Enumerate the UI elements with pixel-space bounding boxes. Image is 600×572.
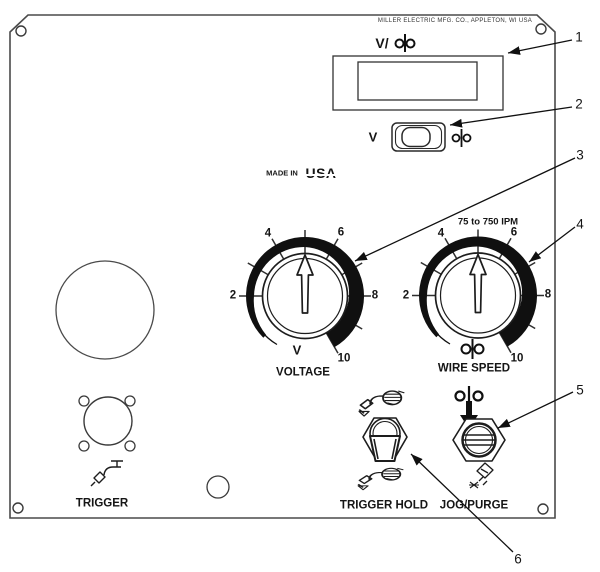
wire-speed-scale-4: 4	[437, 227, 445, 240]
voltage-unit-label: V	[292, 342, 302, 358]
callout-lines	[354, 39, 576, 553]
voltage-knob-label: VOLTAGE	[276, 365, 330, 378]
wire-speed-knob-label: WIRE SPEED	[437, 361, 511, 374]
wire-speed-scale-10: 10	[510, 351, 524, 364]
voltage-scale-2: 2	[229, 289, 237, 302]
screw-hole-bottom-right	[537, 503, 549, 515]
callout-number-2: 2	[575, 96, 583, 112]
brand-text: MILLER ELECTRIC MFG. CO., APPLETON, WI U…	[377, 18, 533, 24]
trigger-hold-label: TRIGGER HOLD	[339, 499, 429, 512]
callout-line-3	[354, 157, 576, 262]
display-label-prefix: V/	[375, 35, 389, 51]
jog-purge-button[interactable]	[452, 418, 506, 462]
made-in-label: MADE IN	[266, 168, 298, 178]
wire-feed-icon	[451, 129, 472, 147]
callout-line-4	[528, 226, 576, 263]
voltage-scale-6: 6	[337, 226, 345, 239]
cover-plug-circle	[55, 260, 155, 360]
wire-speed-scale-2: 2	[402, 288, 410, 301]
panel-hole	[206, 475, 230, 499]
selector-left-label: V	[368, 129, 378, 145]
voltage-scale-4: 4	[264, 227, 272, 240]
voltage-scale-10: 10	[337, 352, 351, 365]
display-selector-switch[interactable]	[391, 122, 446, 152]
callout-number-4: 4	[576, 216, 584, 232]
made-in-country: USA	[304, 165, 338, 181]
callout-line-6	[410, 453, 514, 553]
trigger-label: TRIGGER	[75, 496, 129, 509]
wire-speed-scale-6: 6	[510, 225, 518, 238]
callout-number-3: 3	[576, 147, 584, 163]
jog-purge-label: JOG/PURGE	[439, 499, 509, 512]
voltage-scale-8: 8	[371, 288, 379, 301]
callout-number-1: 1	[575, 29, 583, 45]
callout-line-5	[497, 391, 574, 429]
wire-feed-icon	[394, 34, 416, 52]
wire-speed-range-label: 75 to 750 IPM	[457, 216, 519, 228]
screw-hole-bottom-left	[12, 502, 24, 514]
callout-line-1	[507, 39, 573, 55]
callout-number-5: 5	[576, 382, 584, 398]
trigger-connector[interactable]	[78, 395, 136, 452]
trigger-hold-switch[interactable]	[362, 417, 408, 462]
torch-trigger-icon	[90, 460, 123, 487]
callout-number-6: 6	[514, 551, 522, 567]
meter-display-window	[332, 55, 504, 111]
wire-speed-scale-8: 8	[544, 287, 552, 300]
screw-hole-top-right	[535, 23, 547, 35]
screw-hole-top-left	[15, 25, 27, 37]
gas-purge-icon	[469, 462, 494, 489]
wire-feed-icon	[460, 339, 485, 359]
callout-line-2	[449, 106, 573, 128]
